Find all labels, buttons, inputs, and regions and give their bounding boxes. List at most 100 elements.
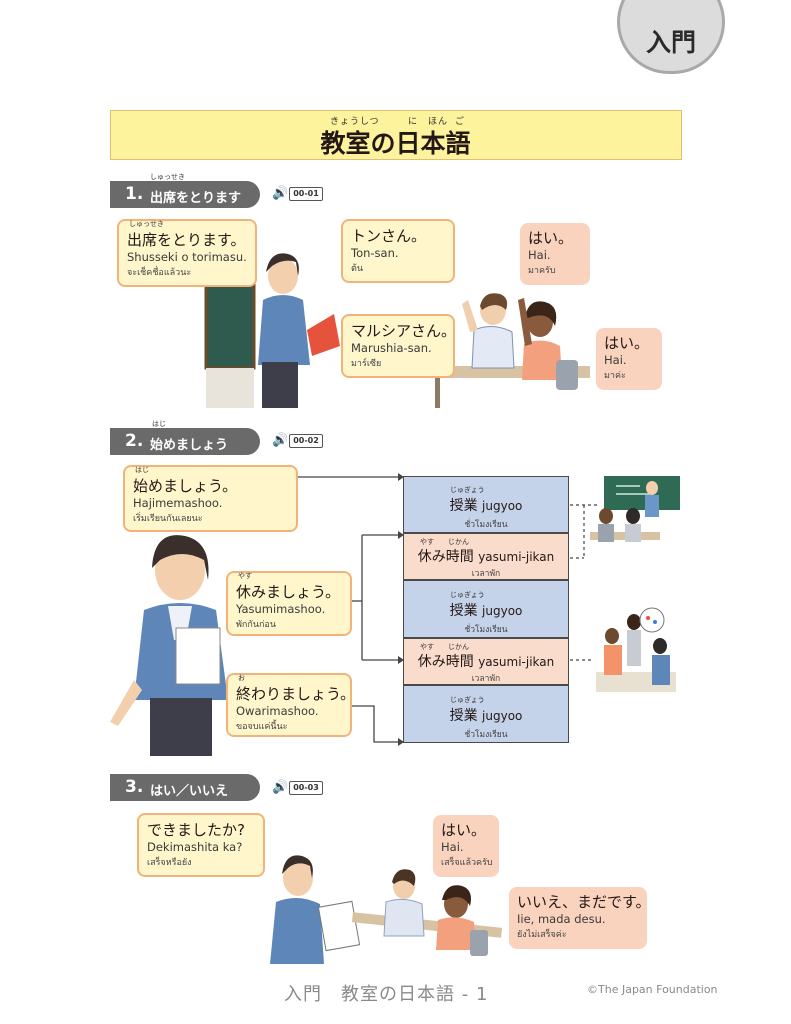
bubble-romaji: Ton-san.	[351, 246, 399, 260]
bubble-japanese: はい。	[604, 334, 650, 352]
ruby: お	[238, 674, 245, 682]
level-label: 入門	[645, 28, 696, 57]
section-ruby: はじ	[152, 420, 166, 428]
schedule-japanese: 授業	[449, 603, 478, 619]
schedule-class-2: じゅぎょう 授業 jugyoo ชั่วโมงเรียน	[403, 580, 569, 638]
schedule-romaji: jugyoo	[482, 709, 523, 723]
speaker-icon: 🔊	[272, 433, 289, 448]
section-ruby: しゅっせき	[150, 173, 185, 181]
bubble-japanese: トンさん。	[351, 227, 427, 245]
speech-bubble-dekimashita-ka: できましたか? Dekimashita ka? เสร็จหรือยัง	[137, 813, 265, 877]
lesson-scene-2	[590, 476, 680, 542]
speech-bubble-yasumimashoo: やす 休みましょう。 Yasumimashoo. พักกันก่อน	[226, 571, 352, 636]
bubble-japanese: マルシアさん。	[351, 322, 457, 340]
footer-copyright: ©The Japan Foundation	[587, 983, 718, 996]
schedule-class-1: じゅぎょう 授業 jugyoo ชั่วโมงเรียน	[403, 476, 569, 533]
section-heading-2: 2. 始めましょう	[110, 428, 260, 455]
bubble-japanese: いいえ、まだです。	[517, 893, 651, 911]
speaker-icon: 🔊	[272, 186, 289, 201]
bubble-thai: เริ่มเรียนกันเลยนะ	[133, 514, 203, 524]
bubble-japanese: はい。	[441, 821, 487, 839]
schedule-class-3: じゅぎょう 授業 jugyoo ชั่วโมงเรียน	[403, 685, 569, 743]
bubble-thai: มาร์เซีย	[351, 359, 382, 369]
ruby: じかん	[448, 643, 469, 651]
classroom-scene-3	[270, 855, 503, 964]
speech-bubble-call-marcia: マルシアさん。 Marushia-san. มาร์เซีย	[341, 314, 457, 378]
schedule-break-2: やす じかん 休み時間 yasumi-jikan เวลาพัก	[403, 638, 569, 685]
bubble-romaji: Shusseki o torimasu.	[127, 250, 247, 264]
bubble-japanese: 終わりましょう。	[236, 685, 356, 703]
ruby: じかん	[448, 538, 469, 546]
section-number: 2.	[125, 431, 144, 451]
teacher-illustration-2	[110, 535, 228, 756]
schedule-romaji: jugyoo	[482, 604, 523, 618]
speech-bubble-iie: いいえ、まだです。 Iie, mada desu. ยังไม่เสร็จค่ะ	[509, 887, 651, 949]
bubble-japanese: できましたか?	[147, 821, 245, 839]
bubble-thai: จะเช็คชื่อแล้วนะ	[127, 268, 192, 278]
title-ruby: に	[408, 117, 419, 127]
ruby: はじ	[135, 466, 149, 474]
ruby: やす	[420, 643, 434, 651]
footer-title: 入門 教室の日本語 - 1	[284, 984, 489, 1005]
title-ruby: ご	[455, 117, 466, 127]
bubble-romaji: Hai.	[528, 248, 551, 262]
speech-bubble-owarimashoo: お 終わりましょう。 Owarimashoo. ขอจบแค่นี้นะ	[226, 673, 356, 737]
section-heading-3: 3. はい／いいえ	[110, 774, 260, 801]
bubble-japanese: 出席をとります。	[127, 231, 246, 249]
bubble-thai: ขอจบแค่นี้นะ	[236, 722, 288, 732]
speaker-icon: 🔊	[272, 780, 289, 795]
bubble-romaji: Hajimemashoo.	[133, 496, 223, 510]
bubble-thai: มาค่ะ	[604, 371, 626, 381]
schedule-japanese: 授業	[449, 708, 478, 724]
ruby: じゅぎょう	[450, 591, 485, 599]
section-number: 3.	[125, 777, 144, 797]
bubble-thai: ยังไม่เสร็จค่ะ	[517, 930, 567, 940]
bubble-japanese: 休みましょう。	[236, 583, 341, 601]
ruby: やす	[238, 572, 252, 580]
schedule-thai: ชั่วโมงเรียน	[464, 520, 508, 530]
section-label: はい／いいえ	[150, 784, 229, 799]
ruby: やす	[420, 538, 434, 546]
audio-code: 00-01	[289, 187, 323, 201]
schedule-thai: ชั่วโมงเรียน	[464, 730, 508, 740]
ruby: しゅっせき	[129, 220, 164, 228]
speech-bubble-teacher: しゅっせき 出席をとります。 Shusseki o torimasu. จะเช…	[117, 219, 257, 287]
bubble-thai: ต้น	[351, 264, 363, 274]
schedule-romaji: yasumi-jikan	[478, 550, 555, 564]
speech-bubble-hai: はい。 Hai. เสร็จแล้วครับ	[433, 815, 499, 877]
section-label: 始めましょう	[150, 438, 229, 453]
bubble-thai: เสร็จหรือยัง	[147, 858, 192, 868]
bubble-romaji: Iie, mada desu.	[517, 912, 606, 926]
title-ruby: きょうしつ	[330, 117, 380, 127]
section-number: 1.	[125, 184, 144, 204]
bubble-romaji: Yasumimashoo.	[236, 602, 326, 616]
schedule-japanese: 授業	[449, 498, 478, 514]
bubble-romaji: Dekimashita ka?	[147, 840, 243, 854]
title-banner	[110, 110, 682, 160]
bubble-japanese: はい。	[528, 229, 574, 247]
schedule-break-1: やす じかん 休み時間 yasumi-jikan เวลาพัก	[403, 533, 569, 580]
title-ruby: ほん	[428, 117, 449, 127]
speech-bubble-student-hai-1: はい。 Hai. มาครับ	[520, 223, 590, 285]
schedule-japanese: 休み時間	[417, 654, 474, 670]
schedule-thai: เวลาพัก	[471, 569, 501, 579]
break-scene-2	[596, 607, 676, 692]
speech-bubble-call-ton: トンさん。 Ton-san. ต้น	[341, 219, 455, 283]
bubble-japanese: 始めましょう。	[133, 477, 238, 495]
bubble-romaji: Hai.	[604, 353, 627, 367]
bubble-romaji: Marushia-san.	[351, 341, 432, 355]
bubble-thai: มาครับ	[528, 266, 556, 276]
speech-bubble-student-hai-2: はい。 Hai. มาค่ะ	[596, 328, 662, 390]
speech-bubble-hajimemashoo: はじ 始めましょう。 Hajimemashoo. เริ่มเรียนกันเล…	[123, 465, 298, 532]
ruby: じゅぎょう	[450, 696, 485, 704]
bubble-thai: เสร็จแล้วครับ	[441, 858, 493, 868]
page-title: 教室の日本語	[320, 129, 471, 158]
schedule-japanese: 休み時間	[417, 549, 474, 565]
bubble-romaji: Hai.	[441, 840, 464, 854]
classroom-scene-1	[204, 246, 590, 408]
schedule-thai: เวลาพัก	[471, 674, 501, 684]
schedule-thai: ชั่วโมงเรียน	[464, 625, 508, 635]
schedule-romaji: jugyoo	[482, 499, 523, 513]
bubble-thai: พักกันก่อน	[236, 620, 276, 630]
